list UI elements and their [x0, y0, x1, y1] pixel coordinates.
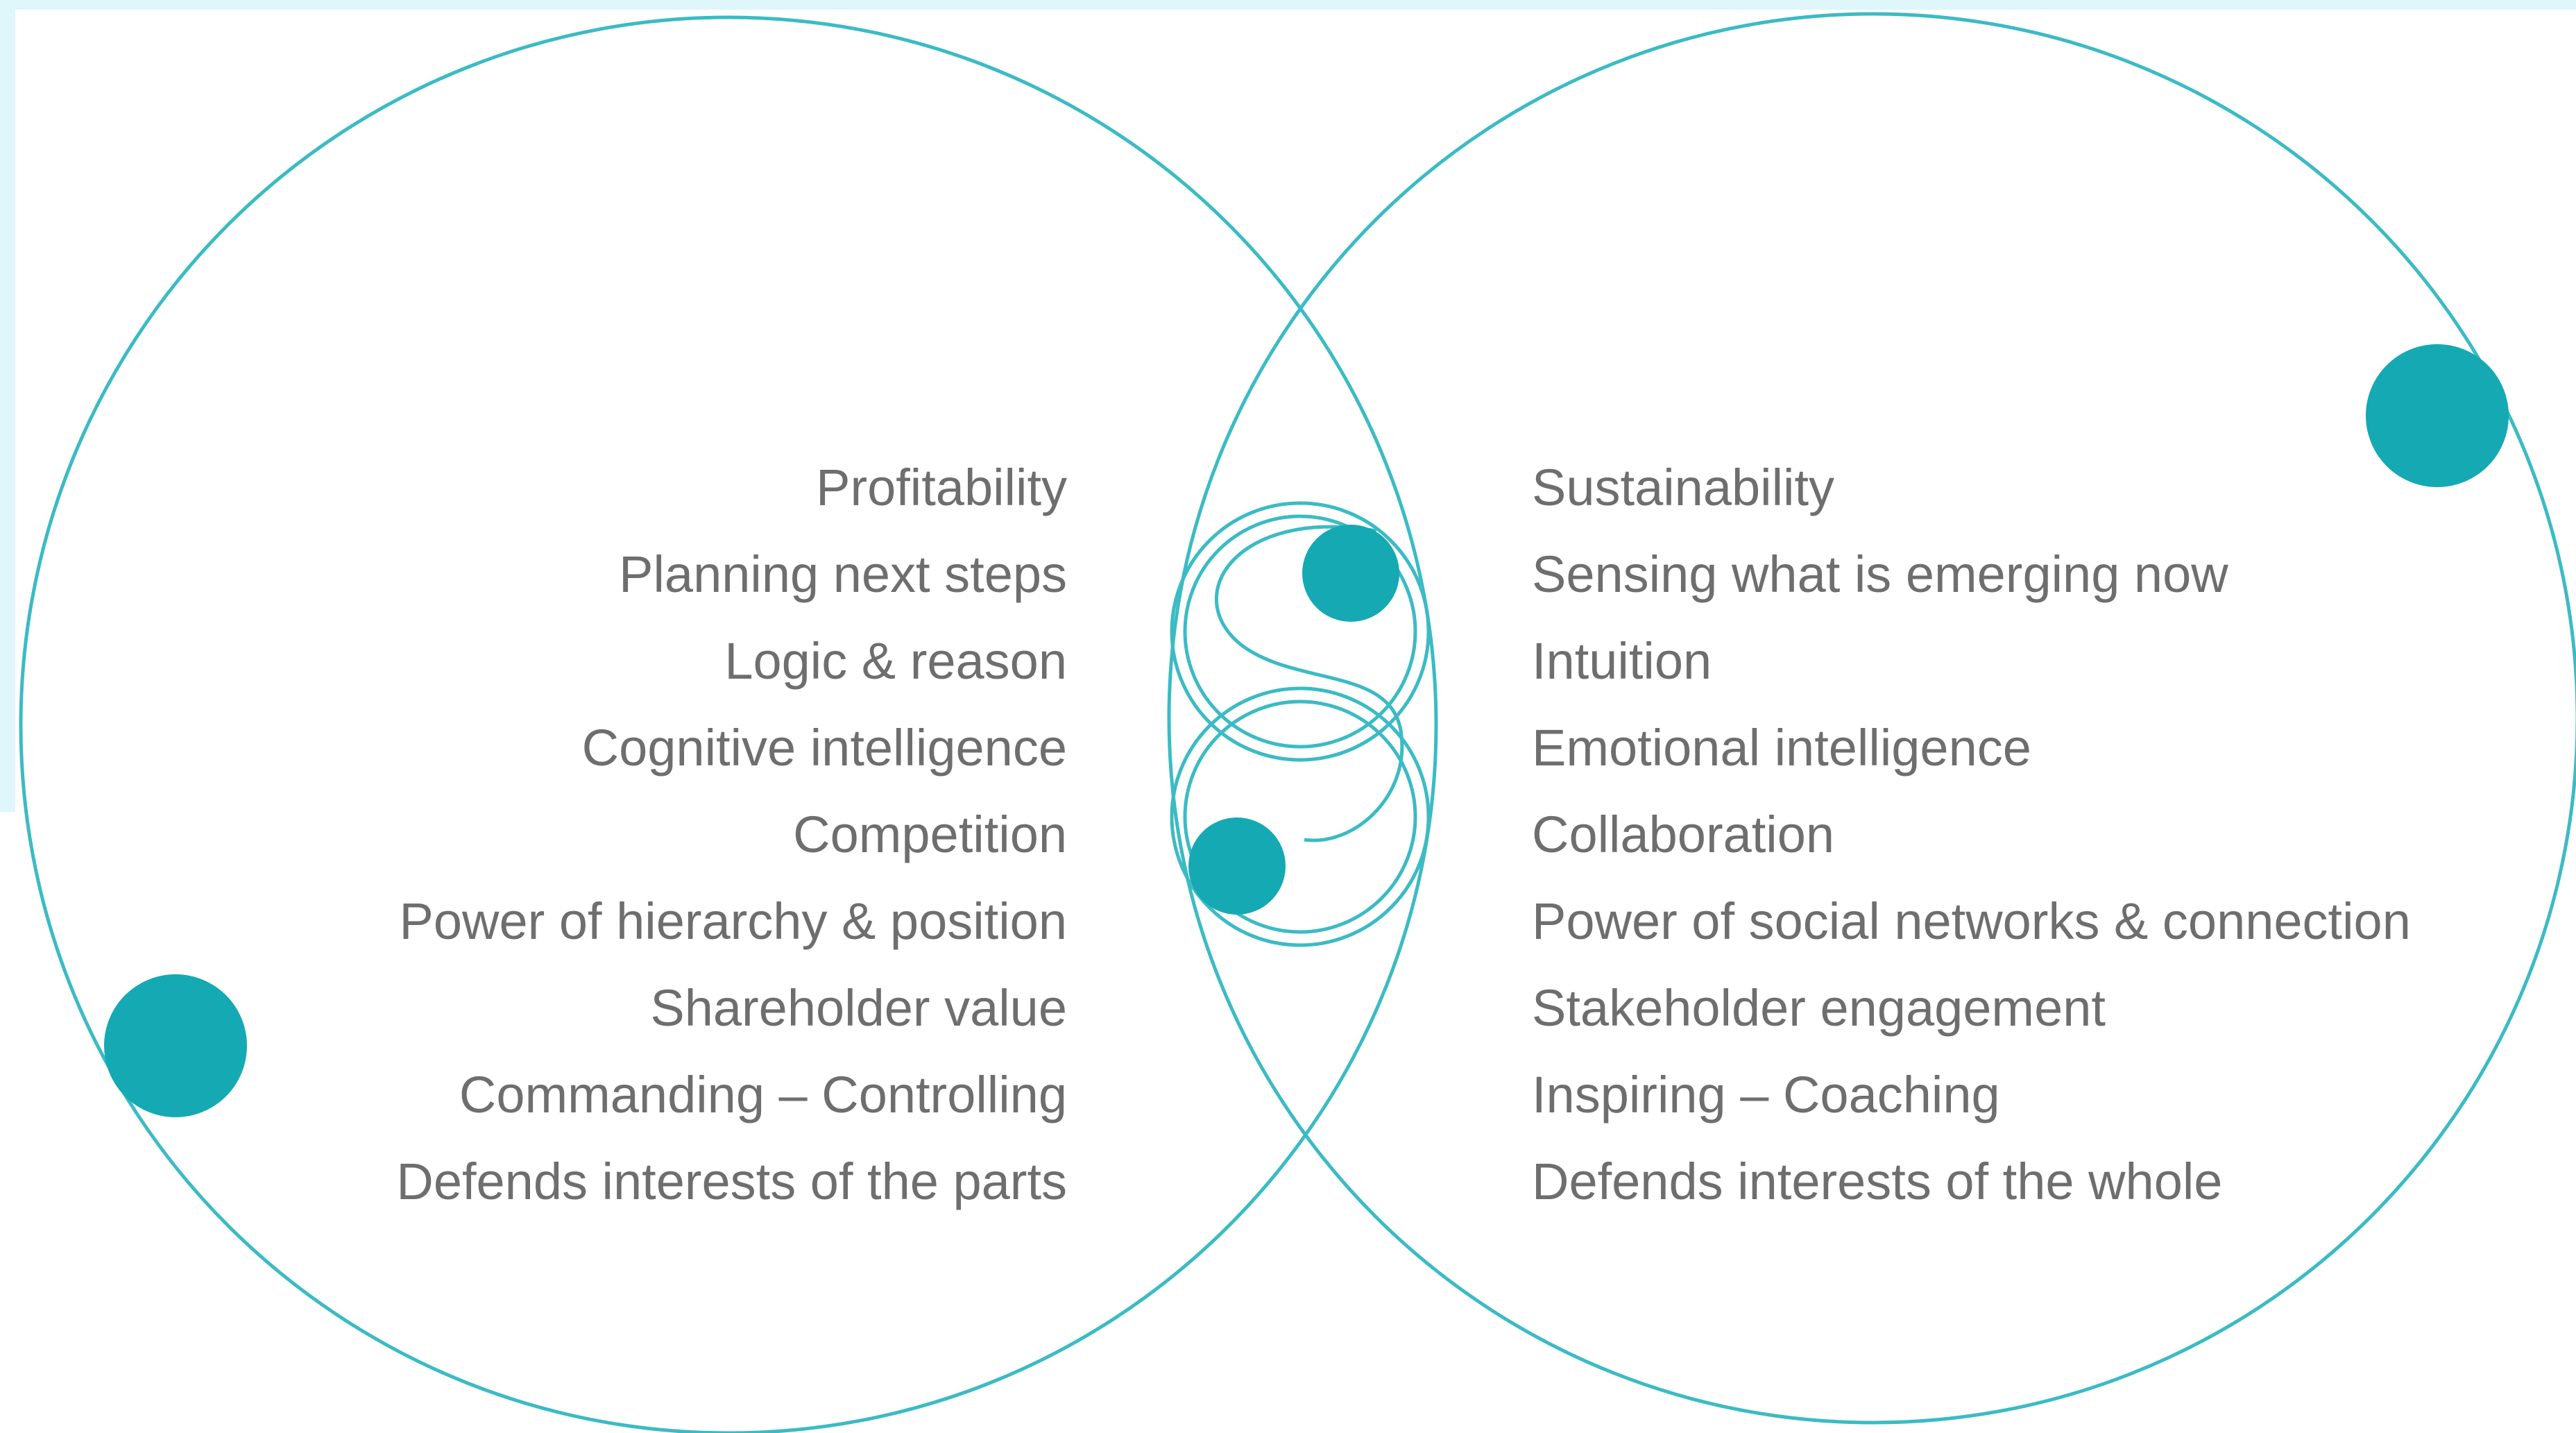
right-item: Defends interests of the whole [1532, 1153, 2223, 1210]
right-item: Inspiring – Coaching [1532, 1066, 2000, 1123]
center-bottom-dot [1188, 817, 1286, 915]
center-symbol [1170, 501, 1431, 947]
center-top-dot [1302, 525, 1399, 622]
left-item: Cognitive intelligence [581, 719, 1067, 777]
left-item: Commanding – Controlling [459, 1066, 1067, 1123]
left-item: Competition [793, 806, 1067, 863]
right-item: Intuition [1532, 632, 1712, 690]
right-circle [1167, 12, 2576, 1425]
right-attribute-list: Sustainability Sensing what is emerging … [1532, 444, 2411, 1225]
center-bottom-ring-inner [1183, 699, 1417, 934]
center-top-ring-inner [1183, 514, 1417, 749]
left-item: Profitability [816, 459, 1067, 516]
frame-top-border [0, 0, 2576, 10]
right-item: Stakeholder engagement [1532, 979, 2106, 1037]
frame-left-border [0, 0, 15, 812]
left-item: Shareholder value [650, 979, 1067, 1037]
left-item: Power of hierarchy & position [399, 892, 1067, 950]
center-bottom-ring-outer [1170, 686, 1431, 947]
right-item: Sustainability [1532, 459, 1835, 516]
center-top-ring-outer [1170, 501, 1431, 762]
right-item: Power of social networks & connection [1532, 892, 2411, 950]
left-item: Defends interests of the parts [396, 1153, 1067, 1210]
right-circle-dot [2366, 344, 2509, 487]
right-item: Emotional intelligence [1532, 719, 2031, 777]
center-s-curve [1214, 525, 1404, 842]
left-circle-dot [104, 974, 247, 1117]
left-item: Planning next steps [619, 545, 1067, 603]
left-attribute-list: Profitability Planning next steps Logic … [396, 444, 1067, 1225]
left-circle [19, 15, 1438, 1433]
right-item: Collaboration [1532, 806, 1835, 863]
right-item: Sensing what is emerging now [1532, 545, 2228, 603]
left-item: Logic & reason [724, 632, 1067, 690]
